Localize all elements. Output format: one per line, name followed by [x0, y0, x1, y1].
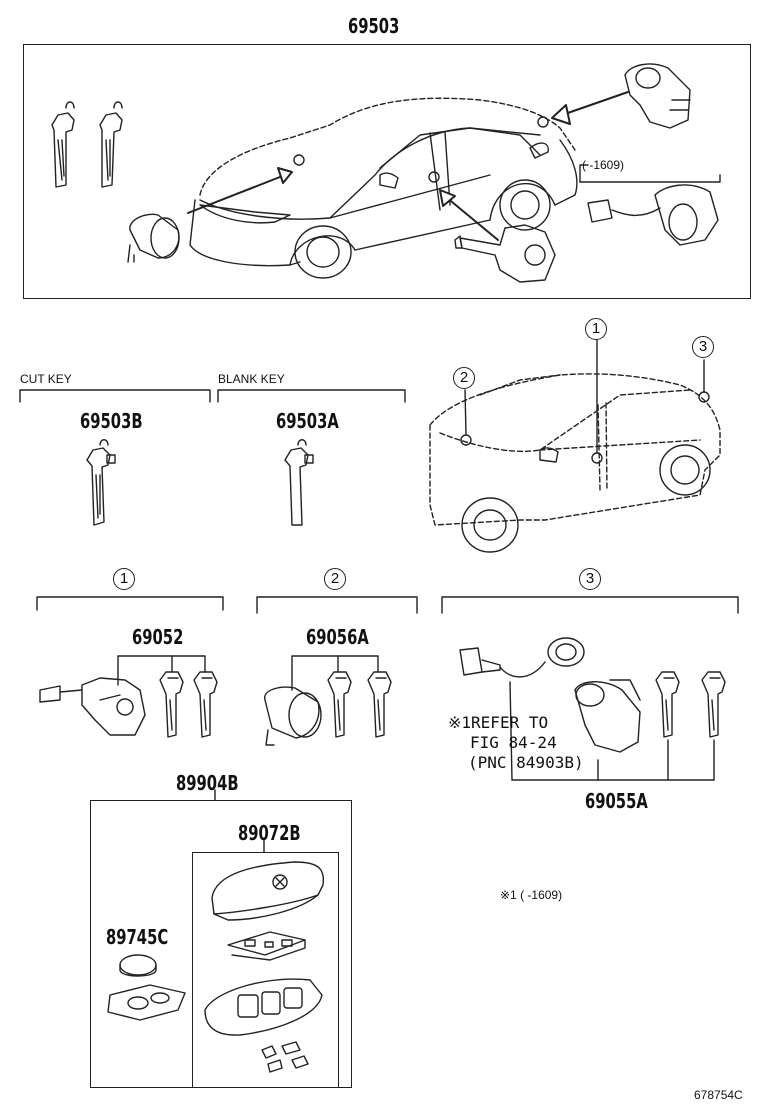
group1-keys — [159, 671, 218, 738]
part-number-89072b: 89072B — [238, 821, 301, 845]
locator-car-wheels — [460, 339, 711, 553]
marker-1-group: 1 — [113, 568, 135, 590]
top-arrows — [187, 91, 629, 241]
marker-3-car: 3 — [692, 336, 714, 358]
footnote: ※1 ( ‑1609) — [500, 888, 563, 902]
group1-lock-set — [39, 677, 146, 736]
cut-key-caption: CUT KEY — [20, 372, 72, 386]
cut-key-bracket — [19, 389, 211, 403]
blank-key-caption: BLANK KEY — [218, 372, 285, 386]
group1-bracket — [36, 596, 224, 611]
diagram-number: 678754C — [694, 1088, 743, 1102]
top-car-drawing — [189, 97, 578, 279]
marker-1-car: 1 — [585, 318, 607, 340]
date-bracket — [579, 164, 589, 183]
blank-key-bracket — [217, 389, 406, 403]
refer-note-line2: FIG 84‑24 — [470, 733, 557, 752]
circuit-board — [227, 931, 306, 961]
group3-bracket — [441, 596, 739, 614]
group1-leaders — [117, 655, 206, 686]
top-door-cylinder — [127, 213, 180, 263]
part-number-89904b: 89904B — [176, 771, 239, 795]
refer-note-line3: (PNC 84903B) — [468, 753, 584, 772]
top-cable-cylinder — [587, 184, 719, 246]
group2-leaders — [291, 655, 379, 691]
top-keys — [51, 101, 123, 188]
part-number-69052: 69052 — [132, 625, 184, 649]
top-date-note: ( ‑1609) — [582, 158, 625, 172]
small-screws — [261, 1041, 309, 1073]
cut-key-drawing — [86, 439, 116, 526]
marker-2-group: 2 — [324, 568, 346, 590]
part-number-89745c: 89745C — [106, 925, 169, 949]
group2-keys — [327, 671, 392, 738]
top-trunk-cylinder — [624, 63, 691, 129]
gasket-drawing — [107, 984, 186, 1021]
group2-cylinder — [264, 686, 322, 746]
part-number-69056a: 69056A — [306, 625, 369, 649]
refer-note-line1: ※1REFER TO — [448, 713, 549, 732]
part-number-69503b: 69503B — [80, 409, 143, 433]
part-number-69503a: 69503A — [276, 409, 339, 433]
part-number-69503: 69503 — [348, 14, 400, 38]
part-number-69055a: 69055A — [585, 789, 648, 813]
group3-trunk-cylinder — [574, 679, 641, 781]
group3-keys — [511, 671, 726, 781]
marker-3-group: 3 — [579, 568, 601, 590]
battery-drawing — [119, 954, 157, 977]
top-parts-box — [23, 44, 751, 299]
group2-bracket — [256, 596, 418, 614]
marker-2-car: 2 — [453, 367, 475, 389]
group3-cable-part — [459, 637, 585, 781]
top-ignition-switch — [454, 224, 556, 283]
transmitter-cover — [211, 861, 325, 921]
locator-car-drawing — [429, 373, 721, 526]
case-box — [192, 852, 339, 1088]
blank-key-drawing — [284, 439, 314, 526]
transmitter-housing — [204, 978, 323, 1036]
